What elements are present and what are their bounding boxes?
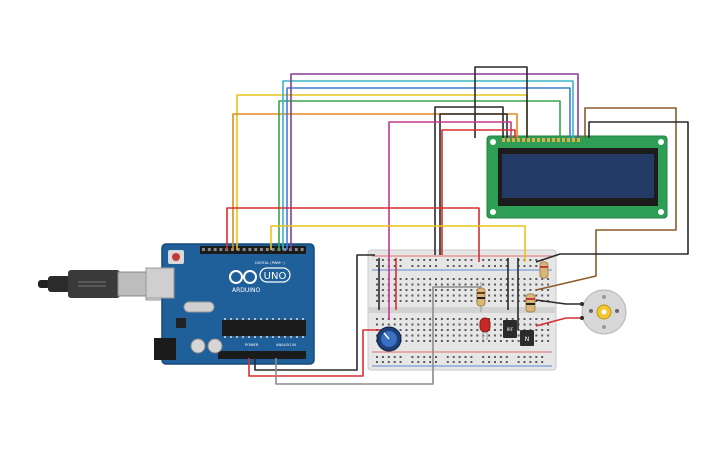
wire-orange-1 — [232, 113, 518, 250]
regulator-chip[interactable]: IRF — [503, 320, 517, 338]
brand-text: ARDUINO — [232, 287, 261, 294]
wire-motor-red — [535, 317, 584, 327]
usb-port[interactable] — [145, 267, 175, 299]
resistor-1[interactable] — [476, 282, 486, 312]
wire-brown — [535, 107, 677, 291]
digital-label: DIGITAL (PWM~) — [255, 261, 285, 265]
lcd-display[interactable] — [486, 135, 668, 219]
potentiometer[interactable] — [376, 326, 402, 352]
regulator-label: IRF — [507, 327, 514, 332]
reset-icon — [172, 253, 180, 261]
wire-black-bottom — [254, 254, 375, 371]
dc-motor[interactable] — [581, 289, 627, 335]
analog-label: ANALOG IN — [276, 343, 296, 347]
lcd-pin-header[interactable] — [502, 138, 580, 142]
wire-motor-black — [535, 299, 584, 305]
wires[interactable] — [226, 66, 689, 385]
wire-black-right — [535, 121, 689, 263]
wire-yellow-2 — [270, 225, 526, 262]
lcd-screen — [502, 154, 654, 198]
wire-black-lcd-3 — [439, 113, 508, 255]
power-label: POWER — [245, 343, 259, 347]
wire-gray-bottom — [275, 286, 481, 385]
model-text: UNO — [264, 271, 287, 282]
wire-purple-1 — [290, 73, 579, 250]
led-red[interactable] — [479, 317, 491, 340]
wire-red-bottom — [248, 329, 392, 377]
arduino-logo — [229, 270, 257, 284]
resistor-2[interactable] — [525, 293, 536, 313]
atmega-chip — [222, 320, 306, 336]
power-jack[interactable] — [154, 338, 176, 360]
arduino-uno-board[interactable]: UNO ARDUINO DIGITAL (PWM~) ANALOG IN POW… — [145, 243, 315, 365]
resistor-3[interactable] — [539, 261, 549, 279]
transistor[interactable]: N — [520, 330, 534, 346]
digital-header[interactable] — [200, 246, 306, 254]
wire-cyan-1 — [282, 80, 574, 250]
analog-power-header[interactable] — [218, 351, 306, 359]
wire-red-top — [226, 207, 480, 262]
wire-black-lcd-1 — [474, 66, 528, 138]
wire-blue-1 — [286, 87, 571, 250]
wire-green-1 — [278, 100, 561, 250]
transistor-label: N — [525, 336, 530, 343]
wire-red-lcd — [441, 129, 516, 255]
